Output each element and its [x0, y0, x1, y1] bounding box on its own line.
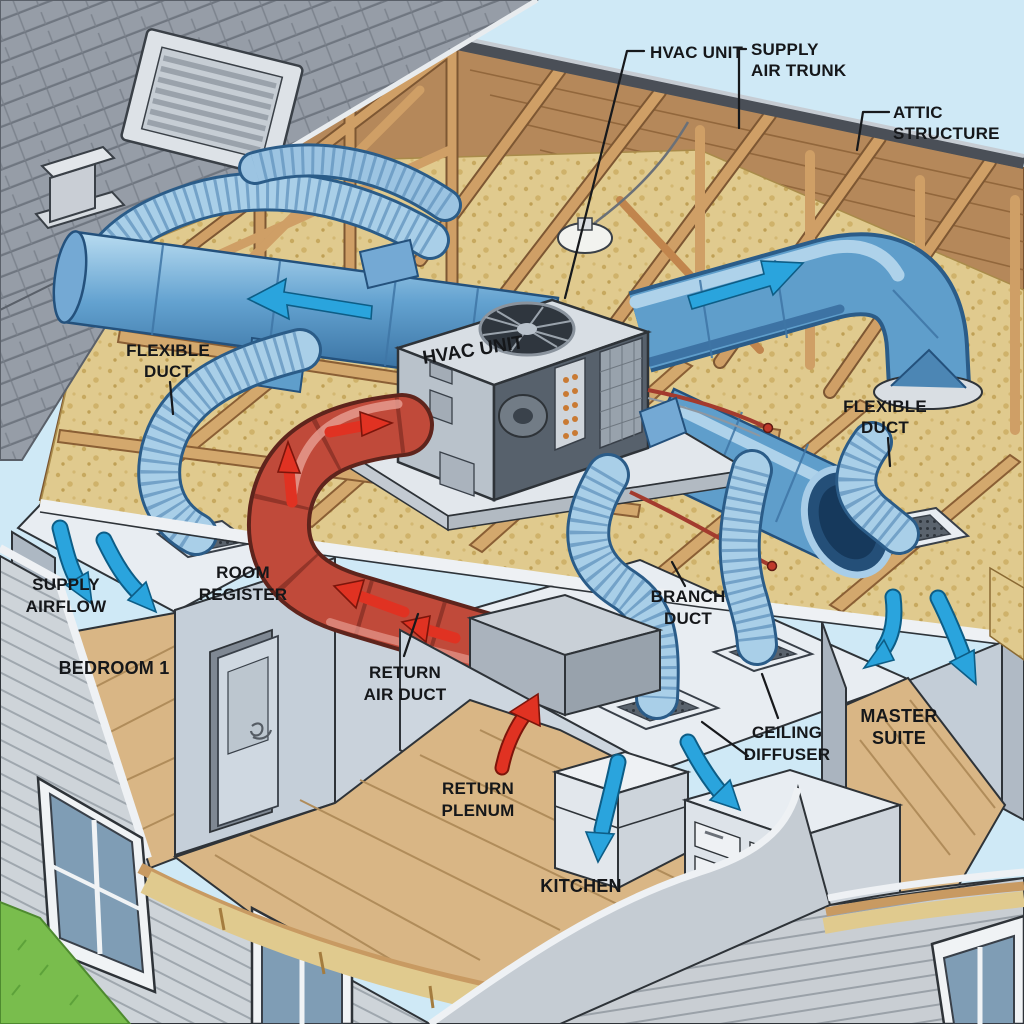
grass [0, 900, 132, 1024]
flex-duct-upper-left [85, 143, 462, 278]
supply-airflow-arrows-master [862, 588, 977, 686]
work-light [557, 121, 690, 254]
chimney-cap [34, 145, 126, 230]
supply-airflow-arrows-bedroom [51, 519, 158, 614]
flex-duct-right [835, 421, 971, 555]
return-plenum-box [466, 593, 664, 717]
roofline-edge [436, 34, 1024, 169]
return-flow-arrows [276, 410, 461, 644]
door-handle [249, 722, 273, 740]
window-left-1 [36, 775, 157, 994]
return-air-duct [246, 393, 532, 680]
hvac-unit: HVAC UNIT [337, 298, 778, 572]
svg-text:HVAC UNIT: HVAC UNIT [650, 43, 744, 62]
roof-vent-louver [120, 28, 304, 178]
supply-airflow-arrows-kitchen [584, 733, 742, 864]
branch-flex-ducts-center [566, 449, 815, 731]
exterior-left [0, 544, 433, 1024]
window-right [930, 914, 1024, 1024]
return-airflow-arrow-plenum [494, 692, 541, 776]
label-hvac-unit-callout: HVAC UNIT [563, 43, 744, 300]
flex-duct-left [137, 328, 322, 556]
label-kitchen: KITCHEN [540, 876, 621, 896]
exterior-right [427, 566, 1024, 1024]
airflow-arrow-trunk-right [686, 260, 805, 310]
label-bedroom-1: BEDROOM 1 [59, 658, 170, 678]
roofline-highlight [437, 31, 1024, 158]
master-right-wall [1001, 640, 1024, 822]
wall-insulation-right-edge [989, 566, 1024, 661]
airflow-arrow-trunk-left [246, 277, 373, 321]
